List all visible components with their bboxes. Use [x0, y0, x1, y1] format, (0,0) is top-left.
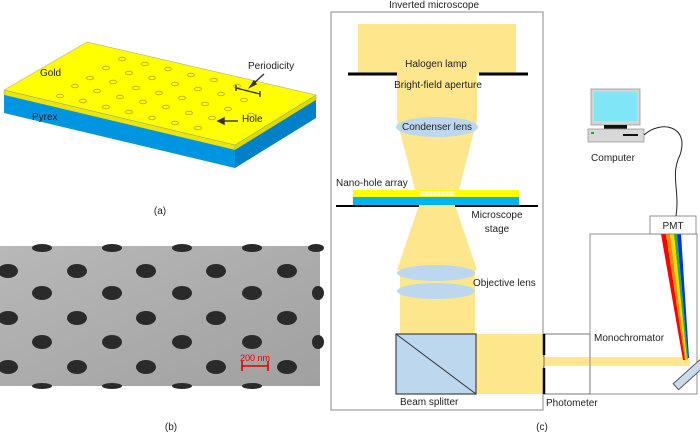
- computer-icon: [587, 88, 645, 143]
- computer-cable: [643, 126, 683, 217]
- condenser-lens: [396, 117, 478, 137]
- sem-image: [0, 244, 324, 389]
- panel-a-slab: [3, 41, 317, 168]
- pyrex-label: Pyrex: [32, 112, 58, 123]
- beam-splitter-label: Beam splitter: [400, 397, 459, 408]
- gold-label: Gold: [40, 68, 61, 79]
- stage-label-1: Microscope: [471, 210, 523, 221]
- aperture-label: Bright-field aperture: [394, 80, 482, 91]
- hole-grid: [56, 56, 255, 131]
- pmt-label: PMT: [662, 221, 683, 232]
- periodicity-label: Periodicity: [248, 61, 294, 72]
- caption-a: (a): [154, 206, 166, 217]
- computer-label: Computer: [591, 153, 636, 164]
- grating-mirror: [672, 357, 700, 391]
- objective-lens-1: [397, 265, 475, 281]
- beam-splitter: [395, 333, 477, 395]
- microscope-frame: [330, 11, 544, 411]
- nano-hole-array: [353, 190, 519, 205]
- caption-b: (b): [165, 422, 177, 433]
- scale-bar-label: 200 nm: [240, 353, 270, 363]
- halogen-lamp-label: Halogen lamp: [405, 59, 467, 70]
- monochromator-box: [589, 233, 698, 395]
- stage-label-2: stage: [485, 224, 510, 235]
- periodicity-marker: [216, 73, 265, 126]
- objective-label: Objective lens: [473, 278, 536, 289]
- nano-hole-array-label: Nano-hole array: [336, 178, 408, 189]
- light-path: [358, 24, 688, 394]
- microscope-title: Inverted microscope: [389, 0, 479, 11]
- monochromator-label: Monochromator: [594, 333, 665, 344]
- photometer-label: Photometer: [546, 398, 598, 409]
- spectrum-rays: [661, 234, 689, 360]
- condenser-label: Condenser lens: [402, 122, 472, 133]
- caption-c: (c): [536, 422, 548, 433]
- scale-bar: [241, 361, 269, 371]
- pmt-box: [649, 215, 697, 235]
- objective-lens-2: [397, 283, 475, 299]
- hole-label: Hole: [242, 114, 263, 125]
